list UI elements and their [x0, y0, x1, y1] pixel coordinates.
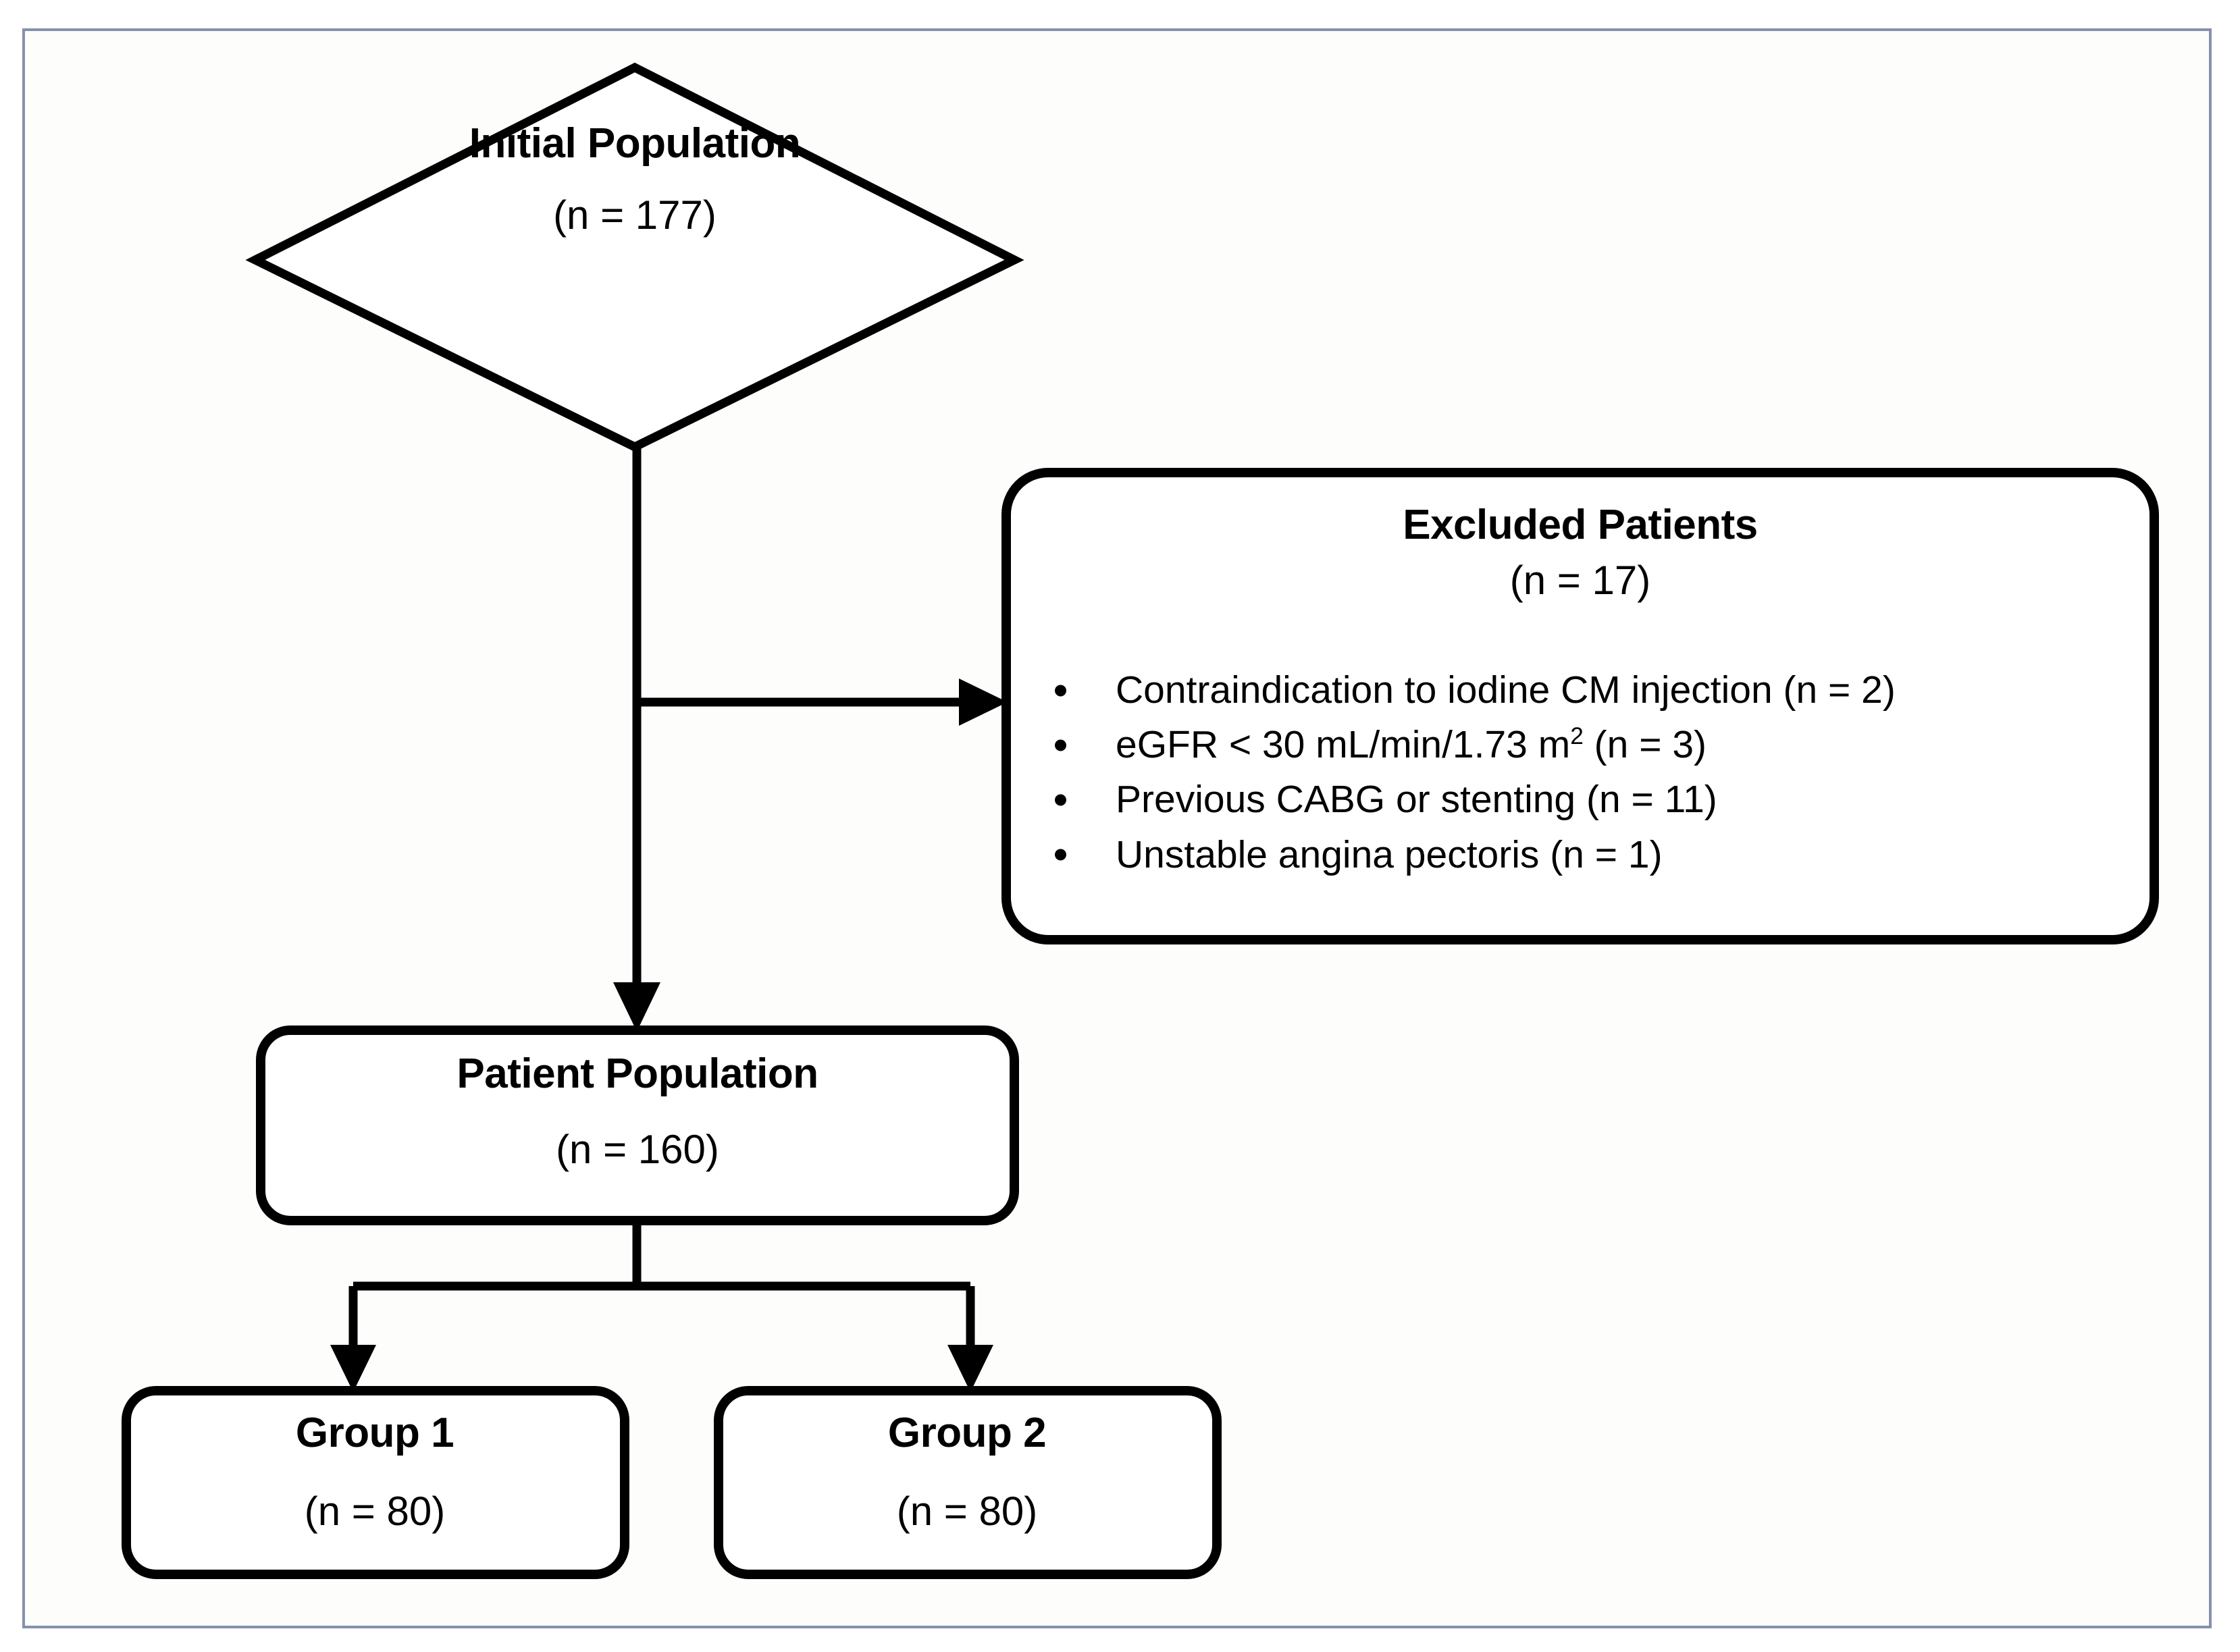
arrowhead-to-group-1 [330, 1345, 376, 1392]
node-shape-group-2 [714, 1386, 1222, 1579]
exclusion-reason-text: Unstable angina pectoris (n = 1) [1116, 832, 1663, 876]
exclusion-reason-item: Previous CABG or stenting (n = 11) [1045, 774, 2139, 825]
exclusion-reason-item: Unstable angina pectoris (n = 1) [1045, 830, 2139, 880]
arrowhead-to-patient-population [613, 982, 660, 1032]
excluded-patients-title: Excluded Patients [1403, 502, 1758, 548]
group-1-count: (n = 80) [304, 1489, 446, 1535]
node-label-initial-population: Initial Population (n = 177) [253, 120, 1016, 238]
exclusion-reason-item: Contraindication to iodine CM injection … [1045, 665, 2139, 716]
exclusion-reason-superscript: 2 [1570, 723, 1584, 750]
bullet-dot-icon [1055, 739, 1066, 751]
initial-population-title: Initial Population [469, 120, 801, 167]
excluded-patients-count: (n = 17) [1509, 558, 1651, 604]
initial-population-count: (n = 177) [553, 192, 717, 238]
exclusion-reason-text: eGFR < 30 mL/min/1.73 m [1116, 723, 1571, 767]
bullet-dot-icon [1055, 794, 1066, 806]
group-2-title: Group 2 [887, 1410, 1047, 1456]
bullet-dot-icon [1055, 685, 1066, 697]
patient-population-count: (n = 160) [556, 1127, 719, 1173]
node-label-group-1: Group 1 (n = 80) [125, 1410, 625, 1535]
bullet-dot-icon [1055, 849, 1066, 861]
group-1-title: Group 1 [295, 1410, 454, 1456]
excluded-patients-reason-list: Contraindication to iodine CM injection … [1045, 665, 2139, 884]
exclusion-reason-text: Previous CABG or stenting (n = 11) [1116, 778, 1717, 822]
node-label-group-2: Group 2 (n = 80) [717, 1410, 1217, 1535]
group-2-count: (n = 80) [896, 1489, 1038, 1535]
exclusion-reason-text: Contraindication to iodine CM injection … [1116, 668, 1896, 712]
node-shape-excluded-patients [1001, 468, 2159, 944]
exclusion-reason-text-tail: (n = 3) [1583, 723, 1707, 767]
node-label-patient-population: Patient Population (n = 160) [260, 1050, 1015, 1173]
arrowhead-to-group-2 [947, 1345, 993, 1392]
node-label-excluded-patients: Excluded Patients (n = 17) [1006, 502, 2154, 604]
node-shape-group-1 [122, 1386, 629, 1579]
patient-population-title: Patient Population [457, 1050, 818, 1097]
exclusion-reason-item: eGFR < 30 mL/min/1.73 m2 (n = 3) [1045, 720, 2139, 770]
arrowhead-to-excluded-patients [959, 678, 1008, 726]
